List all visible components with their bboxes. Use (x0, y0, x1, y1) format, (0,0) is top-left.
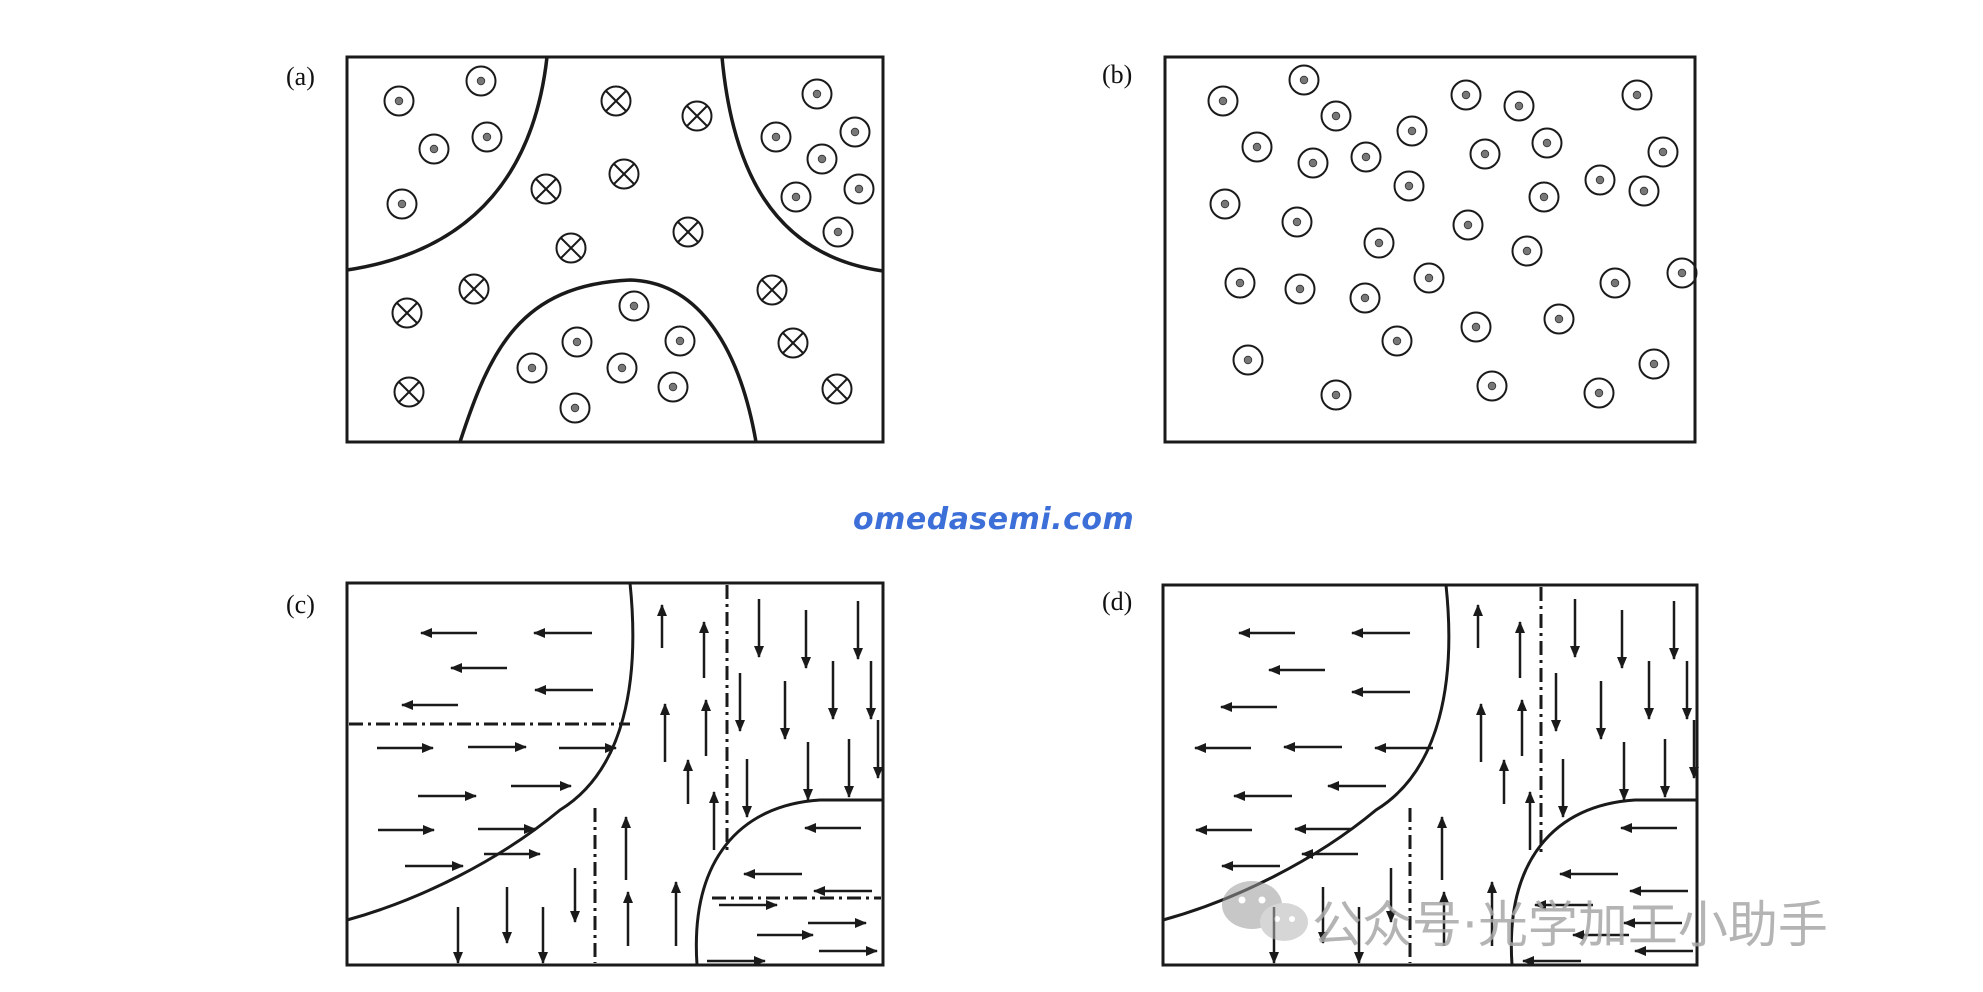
dot-in-circle-symbol (1666, 257, 1698, 289)
cross-in-circle-symbol (756, 274, 788, 306)
dot-in-circle-symbol (561, 326, 593, 358)
dot-in-circle-symbol (1284, 273, 1316, 305)
wechat-logo (1222, 881, 1308, 941)
panel-a-dot-symbols (383, 65, 875, 424)
panel-d-domain-walls (1408, 587, 1543, 963)
cross-in-circle-symbol (672, 216, 704, 248)
dot-in-circle-symbol (1531, 127, 1563, 159)
cross-in-circle-symbol (391, 297, 423, 329)
dot-in-circle-symbol (1241, 131, 1273, 163)
dot-in-circle-symbol (1396, 115, 1428, 147)
dot-in-circle-symbol (418, 133, 450, 165)
panel-b-dot-symbols (1207, 64, 1698, 411)
dot-in-circle-symbol (1207, 85, 1239, 117)
dot-in-circle-symbol (1599, 267, 1631, 299)
dot-in-circle-symbol (386, 188, 418, 220)
dot-in-circle-symbol (1297, 147, 1329, 179)
dot-in-circle-symbol (822, 216, 854, 248)
dot-in-circle-symbol (839, 116, 871, 148)
dot-in-circle-symbol (1647, 136, 1679, 168)
dot-in-circle-symbol (1349, 282, 1381, 314)
dot-in-circle-symbol (780, 181, 812, 213)
cross-in-circle-symbol (777, 327, 809, 359)
dot-in-circle-symbol (1232, 344, 1264, 376)
dot-in-circle-symbol (657, 371, 689, 403)
dot-in-circle-symbol (1469, 138, 1501, 170)
panel-d-polarization-arrows (1194, 599, 1699, 966)
dot-in-circle-symbol (760, 121, 792, 153)
site-watermark: omedasemi.com (853, 502, 1135, 537)
cross-in-circle-symbol (681, 100, 713, 132)
panel-d-label: (d) (1102, 587, 1133, 616)
dot-in-circle-symbol (801, 78, 833, 110)
panel-a-label: (a) (286, 62, 315, 91)
dot-in-circle-symbol (1503, 90, 1535, 122)
dot-in-circle-symbol (843, 173, 875, 205)
dot-in-circle-symbol (806, 143, 838, 175)
dot-in-circle-symbol (1621, 79, 1653, 111)
dot-in-circle-symbol (1393, 170, 1425, 202)
dot-in-circle-symbol (383, 85, 415, 117)
dot-in-circle-symbol (1543, 303, 1575, 335)
dot-in-circle-symbol (1450, 79, 1482, 111)
dot-in-circle-symbol (1381, 325, 1413, 357)
panel-c-frame (345, 581, 885, 967)
cross-in-circle-symbol (821, 373, 853, 405)
dot-in-circle-symbol (1363, 227, 1395, 259)
cross-in-circle-symbol (600, 85, 632, 117)
dot-in-circle-symbol (465, 65, 497, 97)
panel-a-boundaries (346, 56, 884, 443)
dot-in-circle-symbol (1281, 206, 1313, 238)
wechat-watermark: 公众号·光学加工小助手 (1312, 896, 1828, 954)
panel-c-boundaries (346, 582, 883, 966)
dot-in-circle-symbol (664, 325, 696, 357)
dot-in-circle-symbol (1583, 377, 1615, 409)
cross-in-circle-symbol (608, 158, 640, 190)
dot-in-circle-symbol (1511, 235, 1543, 267)
dot-in-circle-symbol (516, 352, 548, 384)
dot-in-circle-symbol (1584, 164, 1616, 196)
dot-in-circle-symbol (1460, 311, 1492, 343)
dot-in-circle-symbol (471, 121, 503, 153)
dot-in-circle-symbol (1209, 188, 1241, 220)
dot-in-circle-symbol (1288, 64, 1320, 96)
panel-c-domain-walls (349, 585, 881, 963)
panel-b-label: (b) (1102, 60, 1133, 89)
cross-in-circle-symbol (555, 232, 587, 264)
dot-in-circle-symbol (1320, 379, 1352, 411)
dot-in-circle-symbol (1320, 100, 1352, 132)
dot-in-circle-symbol (1476, 370, 1508, 402)
panel-a-frame (345, 55, 885, 444)
dot-in-circle-symbol (1628, 175, 1660, 207)
cross-in-circle-symbol (530, 173, 562, 205)
dot-in-circle-symbol (1452, 209, 1484, 241)
panel-c-polarization-arrows (377, 599, 883, 966)
dot-in-circle-symbol (1350, 141, 1382, 173)
dot-in-circle-symbol (606, 352, 638, 384)
dot-in-circle-symbol (1413, 262, 1445, 294)
dot-in-circle-symbol (1224, 267, 1256, 299)
panel-b-frame (1163, 55, 1697, 444)
panel-c-label: (c) (286, 590, 315, 619)
dot-in-circle-symbol (618, 290, 650, 322)
cross-in-circle-symbol (393, 376, 425, 408)
dot-in-circle-symbol (1528, 181, 1560, 213)
dot-in-circle-symbol (559, 392, 591, 424)
panel-a-cross-symbols (391, 85, 853, 408)
cross-in-circle-symbol (458, 273, 490, 305)
dot-in-circle-symbol (1638, 348, 1670, 380)
